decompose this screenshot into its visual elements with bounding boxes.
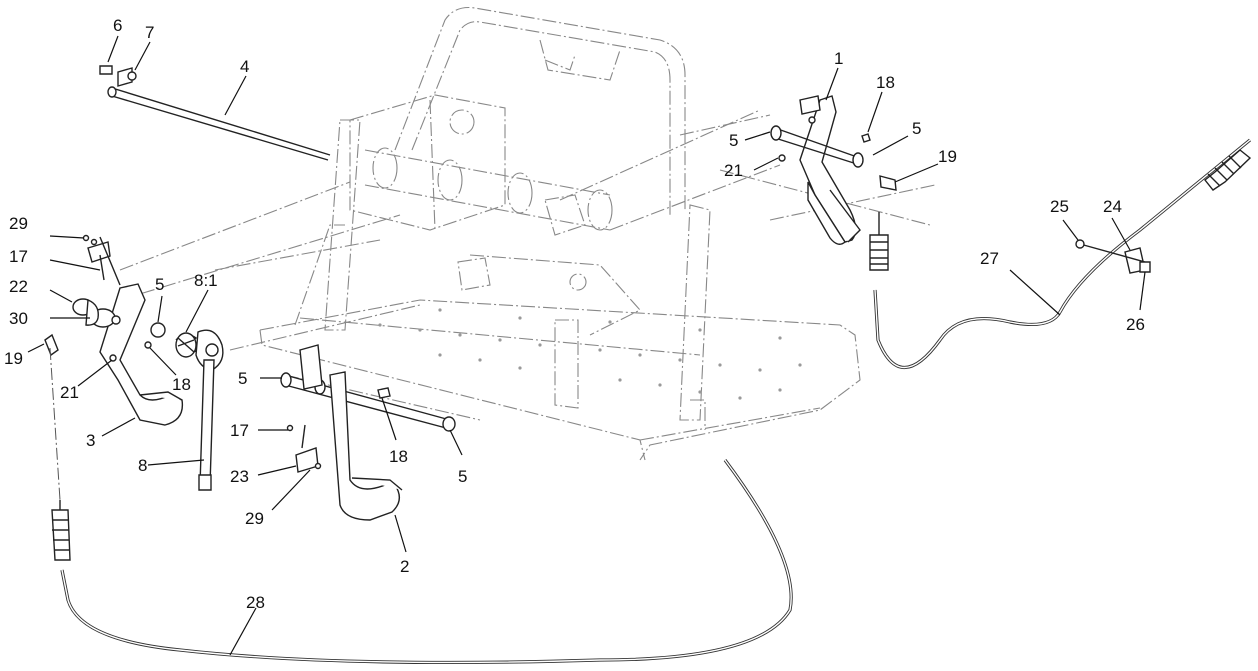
- callout-5: 5: [729, 131, 738, 150]
- callout-7: 7: [145, 23, 154, 42]
- callout-19: 19: [4, 349, 23, 368]
- callout-26: 26: [1126, 315, 1145, 334]
- callout-2: 2: [400, 557, 409, 576]
- callout-29: 29: [245, 509, 264, 528]
- callout-17: 17: [230, 421, 249, 440]
- callout-22: 22: [9, 277, 28, 296]
- callout-24: 24: [1103, 197, 1122, 216]
- callout-5: 5: [458, 467, 467, 486]
- callout-labels: 6 7 4 1 18 5 5 21 19 25 24 27 26 29 17 2…: [4, 16, 1145, 612]
- callout-3: 3: [86, 431, 95, 450]
- callout-5: 5: [155, 275, 164, 294]
- callout-8: 8: [138, 456, 147, 475]
- callout-18: 18: [172, 375, 191, 394]
- callout-5: 5: [238, 369, 247, 388]
- callout-25: 25: [1050, 197, 1069, 216]
- callout-21: 21: [724, 161, 743, 180]
- callout-21: 21: [60, 383, 79, 402]
- frame-phantom: [119, 6, 936, 461]
- callout-8-1: 8:1: [194, 271, 218, 290]
- callout-19: 19: [938, 147, 957, 166]
- callout-30: 30: [9, 309, 28, 328]
- callout-28: 28: [246, 593, 265, 612]
- callout-5: 5: [912, 119, 921, 138]
- callout-4: 4: [240, 57, 249, 76]
- leader-lines: [27, 35, 1146, 656]
- parts: [44, 65, 1252, 665]
- callout-23: 23: [230, 467, 249, 486]
- callout-6: 6: [113, 16, 122, 35]
- callout-1: 1: [834, 49, 843, 68]
- callout-27: 27: [980, 249, 999, 268]
- callout-17: 17: [9, 247, 28, 266]
- callout-18: 18: [389, 447, 408, 466]
- callout-29: 29: [9, 214, 28, 233]
- callout-18: 18: [876, 73, 895, 92]
